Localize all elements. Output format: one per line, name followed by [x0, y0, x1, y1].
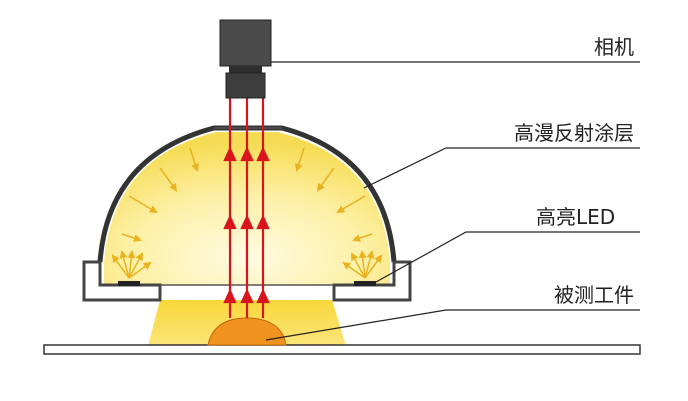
housing-left — [82, 260, 162, 302]
led-leader — [375, 231, 640, 283]
camera — [219, 19, 272, 99]
camera-body — [219, 19, 272, 67]
led-right-rays — [342, 250, 383, 279]
camera-mount — [229, 66, 262, 73]
coating-leader — [363, 147, 640, 189]
workpiece-label: 被测工件 — [554, 283, 634, 307]
coating-label: 高漫反射涂层 — [514, 121, 634, 145]
diffuse-reflection-arrows — [121, 147, 373, 242]
camera-lens — [225, 72, 266, 99]
base-plate — [43, 344, 641, 355]
led-left — [118, 281, 140, 286]
housing-right — [332, 260, 412, 302]
led-left-rays — [111, 250, 152, 279]
camera-label: 相机 — [594, 35, 634, 59]
reflected-rays — [223, 95, 270, 318]
led-label: 高亮LED — [536, 205, 615, 229]
workpiece-leader — [265, 309, 640, 341]
led-right — [354, 281, 376, 286]
